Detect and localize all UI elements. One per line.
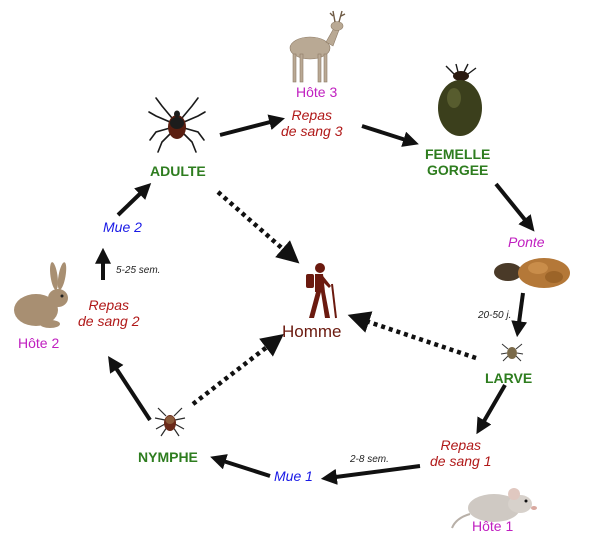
hiker-icon [306,263,337,319]
human-label: Homme [282,322,342,341]
dotted-arrow-larve-to-homme [347,311,477,361]
dotted-arrow-adulte-to-homme [216,190,300,264]
stage-larve-label: LARVE [485,370,533,386]
duration-larve-label: 20-50 j. [478,310,512,321]
arrow-larve-to-meal1 [476,383,507,435]
arrow-femelle-to-ponte [494,182,535,232]
molt-2-label: Mue 2 [103,219,142,235]
engorged-female-tick-icon [438,63,482,136]
deer-icon [289,10,346,83]
host-2-label: Hôte 2 [18,335,60,351]
arrow-nymphe-to-meal2 [108,355,152,422]
arrow-meal3-to-femelle [361,124,419,147]
mouse-icon [451,488,537,529]
arrow-meal1-to-mue1 [320,464,421,485]
hare-icon [14,262,68,328]
arrow-mue1-to-nymphe [210,454,271,478]
duration-mue2-label: 5-25 sem. [116,265,161,276]
host-3-label: Hôte 3 [296,84,338,100]
nymph-icon [154,407,186,437]
egg-mass-icon [494,258,570,288]
tick-adult-icon [148,97,206,153]
arrow-ponte-to-larve [511,292,528,338]
molt-1-label: Mue 1 [274,468,313,484]
stage-nymphe-label: NYMPHE [138,449,198,465]
duration-mue1-label: 2-8 sem. [350,454,389,465]
arrow-adulte-to-hote3 [219,114,285,137]
host-1-label: Hôte 1 [472,518,514,534]
larva-icon [500,343,524,362]
ponte-label: Ponte [508,234,545,250]
arrow-mue2-to-adulte [116,183,152,217]
dotted-arrow-nymphe-to-homme [191,333,284,406]
stage-adulte-label: ADULTE [150,163,206,179]
